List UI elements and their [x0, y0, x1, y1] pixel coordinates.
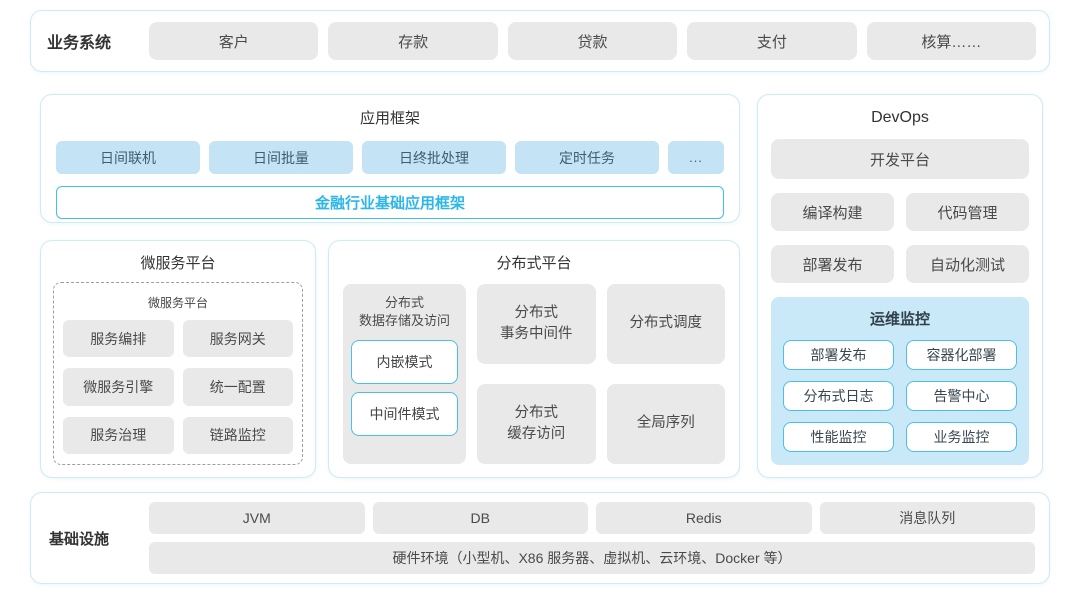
node-db: DB — [372, 502, 588, 534]
node-global-sequence: 全局序列 — [606, 384, 725, 464]
node-distributed-transaction-middleware: 分布式 事务中间件 — [477, 284, 596, 364]
business-system-panel: 业务系统 客户 存款 贷款 支付 核算…… — [30, 10, 1050, 72]
node-scheduled-task: 定时任务 — [515, 141, 659, 174]
node-trace-monitoring: 链路监控 — [182, 416, 293, 454]
node-payment: 支付 — [687, 22, 857, 60]
node-alert-center: 告警中心 — [906, 381, 1017, 411]
node-automated-testing: 自动化测试 — [906, 245, 1029, 283]
distributed-col-right: 分布式调度 全局序列 — [606, 284, 725, 464]
node-middleware-mode: 中间件模式 — [351, 392, 458, 437]
node-distributed-logs: 分布式日志 — [783, 381, 894, 411]
microservice-inner-box: 微服务平台 服务编排 服务网关 微服务引擎 统一配置 服务治理 链路监控 — [53, 282, 303, 465]
ops-monitor-panel: 运维监控 部署发布 容器化部署 分布式日志 告警中心 性能监控 业务监控 — [771, 297, 1029, 465]
microservice-inner-title: 微服务平台 — [147, 296, 208, 310]
node-business-monitor: 业务监控 — [906, 422, 1017, 452]
node-more-ellipsis: ... — [668, 141, 724, 174]
finance-base-framework-bar: 金融行业基础应用框架 — [56, 186, 724, 219]
infrastructure-content: JVM DB Redis 消息队列 硬件环境（小型机、X86 服务器、虚拟机、云… — [149, 502, 1035, 574]
devops-title: DevOps — [871, 109, 929, 126]
node-redis: Redis — [596, 502, 812, 534]
node-daytime-online: 日间联机 — [56, 141, 200, 174]
ops-monitor-grid: 部署发布 容器化部署 分布式日志 告警中心 性能监控 业务监控 — [783, 340, 1017, 452]
ops-monitor-title: 运维监控 — [869, 311, 930, 328]
node-service-governance: 服务治理 — [63, 416, 174, 454]
app-framework-title: 应用框架 — [359, 110, 420, 127]
app-framework-row: 日间联机 日间批量 日终批处理 定时任务 ... — [56, 141, 724, 174]
distributed-columns: 分布式 数据存储及访问 内嵌模式 中间件模式 分布式 事务中间件 分布式 缓存访… — [343, 284, 725, 464]
node-distributed-cache-access: 分布式 缓存访问 — [477, 384, 596, 464]
distributed-panel: 分布式平台 分布式 数据存储及访问 内嵌模式 中间件模式 分布式 事务中间件 分… — [328, 240, 740, 478]
distributed-storage-label: 分布式 数据存储及访问 — [358, 295, 450, 328]
distributed-title: 分布式平台 — [496, 255, 572, 272]
microservice-title: 微服务平台 — [140, 255, 216, 272]
microservice-grid: 服务编排 服务网关 微服务引擎 统一配置 服务治理 链路监控 — [63, 320, 293, 454]
distributed-storage-box: 分布式 数据存储及访问 内嵌模式 中间件模式 — [343, 284, 466, 464]
node-accounting-etc: 核算…… — [866, 22, 1037, 60]
node-loan: 贷款 — [507, 22, 678, 60]
node-daytime-batch: 日间批量 — [209, 141, 353, 174]
node-message-queue: 消息队列 — [819, 502, 1035, 534]
app-framework-panel: 应用框架 日间联机 日间批量 日终批处理 定时任务 ... 金融行业基础应用框架 — [40, 94, 740, 223]
infrastructure-label: 基础设施 — [49, 530, 110, 548]
node-deploy-release: 部署发布 — [771, 245, 894, 283]
business-system-label: 业务系统 — [47, 35, 112, 52]
node-customer: 客户 — [149, 22, 319, 60]
node-performance-monitor: 性能监控 — [783, 422, 894, 452]
infrastructure-row: JVM DB Redis 消息队列 — [149, 502, 1035, 534]
node-distributed-scheduling: 分布式调度 — [606, 284, 725, 364]
node-deposit: 存款 — [328, 22, 498, 60]
node-code-management: 代码管理 — [906, 193, 1029, 231]
node-compile-build: 编译构建 — [771, 193, 894, 231]
node-jvm: JVM — [149, 502, 365, 534]
node-dev-platform: 开发平台 — [771, 139, 1029, 179]
node-embedded-mode: 内嵌模式 — [351, 340, 458, 385]
node-microservice-engine: 微服务引擎 — [63, 368, 174, 406]
microservice-panel: 微服务平台 微服务平台 服务编排 服务网关 微服务引擎 统一配置 服务治理 链路… — [40, 240, 316, 478]
node-service-gateway: 服务网关 — [182, 320, 293, 358]
infrastructure-panel: 基础设施 JVM DB Redis 消息队列 硬件环境（小型机、X86 服务器、… — [30, 492, 1050, 584]
node-containerized-deploy: 容器化部署 — [906, 340, 1017, 370]
node-service-orchestration: 服务编排 — [63, 320, 174, 358]
devops-grid: 编译构建 代码管理 部署发布 自动化测试 — [771, 193, 1029, 283]
devops-panel: DevOps 开发平台 编译构建 代码管理 部署发布 自动化测试 运维监控 部署… — [757, 94, 1043, 478]
distributed-col-middle: 分布式 事务中间件 分布式 缓存访问 — [477, 284, 596, 464]
node-ops-deploy-release: 部署发布 — [783, 340, 894, 370]
node-hardware-environment: 硬件环境（小型机、X86 服务器、虚拟机、云环境、Docker 等） — [149, 542, 1035, 574]
node-unified-config: 统一配置 — [182, 368, 293, 406]
node-endofday-batch: 日终批处理 — [362, 141, 506, 174]
